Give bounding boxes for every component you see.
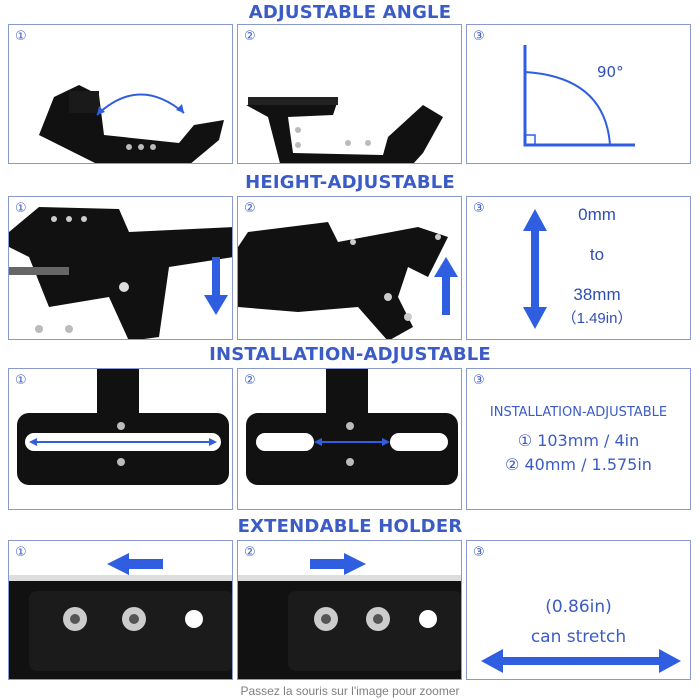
angle-panel-1: ① [8,24,233,164]
marker-2: ② [244,201,256,216]
section-title-height-adjustable: HEIGHT-ADJUSTABLE [245,172,455,193]
marker-2: ② [244,29,256,44]
vertical-double-arrow-icon [523,209,547,329]
height-panel-2: ② [237,196,462,340]
height-inches: （1.49in） [561,310,633,327]
marker-2: ② [244,545,256,560]
extend-panel-3: ③ (0.86in) can stretch [466,540,691,680]
height-from: 0mm [578,205,616,224]
height-panel-3: ③ 0mm to 38mm （1.49in） [466,196,691,340]
install-spec-1: ① 103mm / 4in [517,431,640,450]
marker-2: ② [244,373,256,388]
extend-panel-2: ② [237,540,462,680]
marker-1: ① [15,373,27,388]
extend-panel-1: ① [8,540,233,680]
zoom-hint: Passez la souris sur l'image pour zoomer [240,684,460,698]
horizontal-double-arrow-icon [481,649,681,673]
bracket-lowered-image [9,207,232,339]
section-title-adjustable-angle: ADJUSTABLE ANGLE [248,2,452,23]
install-spec-2: ② 40mm / 1.575in [505,455,652,474]
install-panel-2: ② [237,368,462,510]
install-title: INSTALLATION-ADJUSTABLE [489,405,668,420]
marker-3: ③ [473,373,485,388]
section-title-extendable-holder: EXTENDABLE HOLDER [237,516,463,537]
bracket-wide-slot-image [17,369,229,485]
extend-inches: (0.86in) [545,597,612,617]
install-panel-3: ③ INSTALLATION-ADJUSTABLE ① 103mm / 4in … [466,368,691,510]
marker-1: ① [15,545,27,560]
bracket-raised-image [238,222,458,339]
height-to: 38mm [573,285,621,304]
marker-1: ① [15,29,27,44]
section-title-installation-adjustable: INSTALLATION-ADJUSTABLE [209,344,491,365]
height-to-word: to [589,245,605,264]
marker-3: ③ [473,29,485,44]
angle-label: 90° [597,63,624,81]
bracket-angled-image [39,85,224,163]
angle-panel-2: ② [237,24,462,164]
bracket-flat-image [246,97,443,163]
holder-retracted-image [9,553,232,679]
marker-3: ③ [473,201,485,216]
angle-panel-3: ③ 90° [466,24,691,164]
angle-diagram [523,45,635,147]
extend-text: can stretch [530,627,627,647]
height-panel-1: ① [8,196,233,340]
holder-extended-image [238,553,461,679]
marker-1: ① [15,201,27,216]
install-panel-1: ① [8,368,233,510]
bracket-narrow-slot-image [246,369,458,485]
marker-3: ③ [473,545,485,560]
